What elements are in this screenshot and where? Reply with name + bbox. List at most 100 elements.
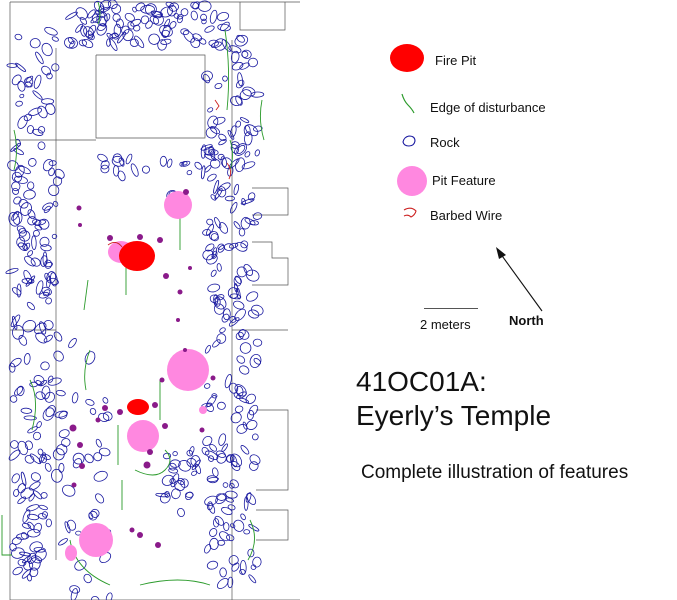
rock <box>14 33 23 41</box>
rock <box>132 6 137 13</box>
post-hole <box>155 542 161 548</box>
rock <box>201 70 213 82</box>
rock <box>180 8 189 17</box>
rock <box>16 283 22 298</box>
rock <box>217 186 227 198</box>
rock <box>213 179 220 194</box>
rock <box>14 175 28 184</box>
rock <box>41 65 52 76</box>
rock <box>216 263 222 272</box>
legend-barbed-wire-label: Barbed Wire <box>430 208 503 223</box>
disturbance-edge <box>97 1 101 25</box>
rock <box>159 24 173 37</box>
rock <box>46 271 57 284</box>
rock <box>11 210 20 221</box>
rock <box>197 0 212 12</box>
rock <box>11 74 22 86</box>
rock <box>236 391 247 399</box>
rock <box>53 350 64 362</box>
rock <box>234 405 244 413</box>
rock <box>244 131 253 146</box>
excavation-line <box>252 241 289 286</box>
post-hole <box>147 449 153 455</box>
rock <box>207 173 217 182</box>
rock <box>149 15 160 25</box>
rock <box>247 309 260 319</box>
rock <box>130 163 139 177</box>
rock <box>41 511 49 518</box>
rock <box>247 192 256 201</box>
rock <box>253 357 261 365</box>
rock <box>177 507 185 518</box>
rock <box>238 329 250 340</box>
pit-feature-icon <box>397 166 427 196</box>
rock <box>236 79 245 89</box>
rock <box>210 233 220 242</box>
rock <box>33 219 47 226</box>
rock <box>229 482 235 489</box>
rock <box>185 491 194 498</box>
rock <box>221 313 230 323</box>
rock <box>161 474 175 486</box>
rock <box>20 407 33 414</box>
rock <box>159 155 168 167</box>
rock <box>200 144 213 151</box>
rock <box>204 544 212 554</box>
post-hole <box>137 234 143 240</box>
rock <box>24 455 35 464</box>
post-hole <box>163 273 169 279</box>
rock <box>161 29 170 38</box>
rock <box>75 23 84 33</box>
rock <box>206 475 219 484</box>
rock <box>163 18 171 29</box>
rock <box>228 555 239 566</box>
rock <box>239 342 252 354</box>
legend-disturbance-label: Edge of disturbance <box>430 100 546 115</box>
rock <box>190 10 198 21</box>
rock <box>242 86 256 97</box>
rock <box>248 404 259 416</box>
post-hole <box>188 266 192 270</box>
rock <box>229 479 239 489</box>
rock <box>17 558 27 567</box>
rock <box>50 272 58 287</box>
rock <box>44 272 51 281</box>
rock <box>134 35 145 48</box>
rock <box>253 125 263 132</box>
rock <box>247 548 255 558</box>
rock <box>180 28 190 36</box>
rock <box>236 266 247 278</box>
rock <box>64 37 78 49</box>
rock <box>18 165 31 175</box>
rock <box>12 187 19 195</box>
rock <box>38 504 48 511</box>
rock <box>23 113 33 122</box>
rock <box>7 160 19 172</box>
rock <box>38 218 50 230</box>
rock <box>243 529 251 535</box>
rock <box>98 447 111 457</box>
rock <box>74 559 87 571</box>
rock <box>222 308 231 321</box>
rock <box>186 170 193 176</box>
rock <box>13 488 20 497</box>
excavation-outline <box>9 1 300 600</box>
rock <box>204 153 217 162</box>
rock <box>234 275 242 284</box>
rock <box>52 448 65 461</box>
rock <box>33 375 45 385</box>
rock <box>243 264 253 276</box>
rock <box>37 141 46 150</box>
rock <box>52 200 59 207</box>
rock <box>62 484 76 497</box>
rock <box>241 50 249 58</box>
rock <box>145 20 153 29</box>
rock <box>22 320 36 333</box>
rock <box>170 473 180 488</box>
disturbance-edge <box>134 449 171 476</box>
rock <box>38 513 48 520</box>
rock <box>95 493 105 504</box>
rock <box>98 412 110 422</box>
pit-feature <box>199 406 207 414</box>
rock <box>40 455 48 464</box>
